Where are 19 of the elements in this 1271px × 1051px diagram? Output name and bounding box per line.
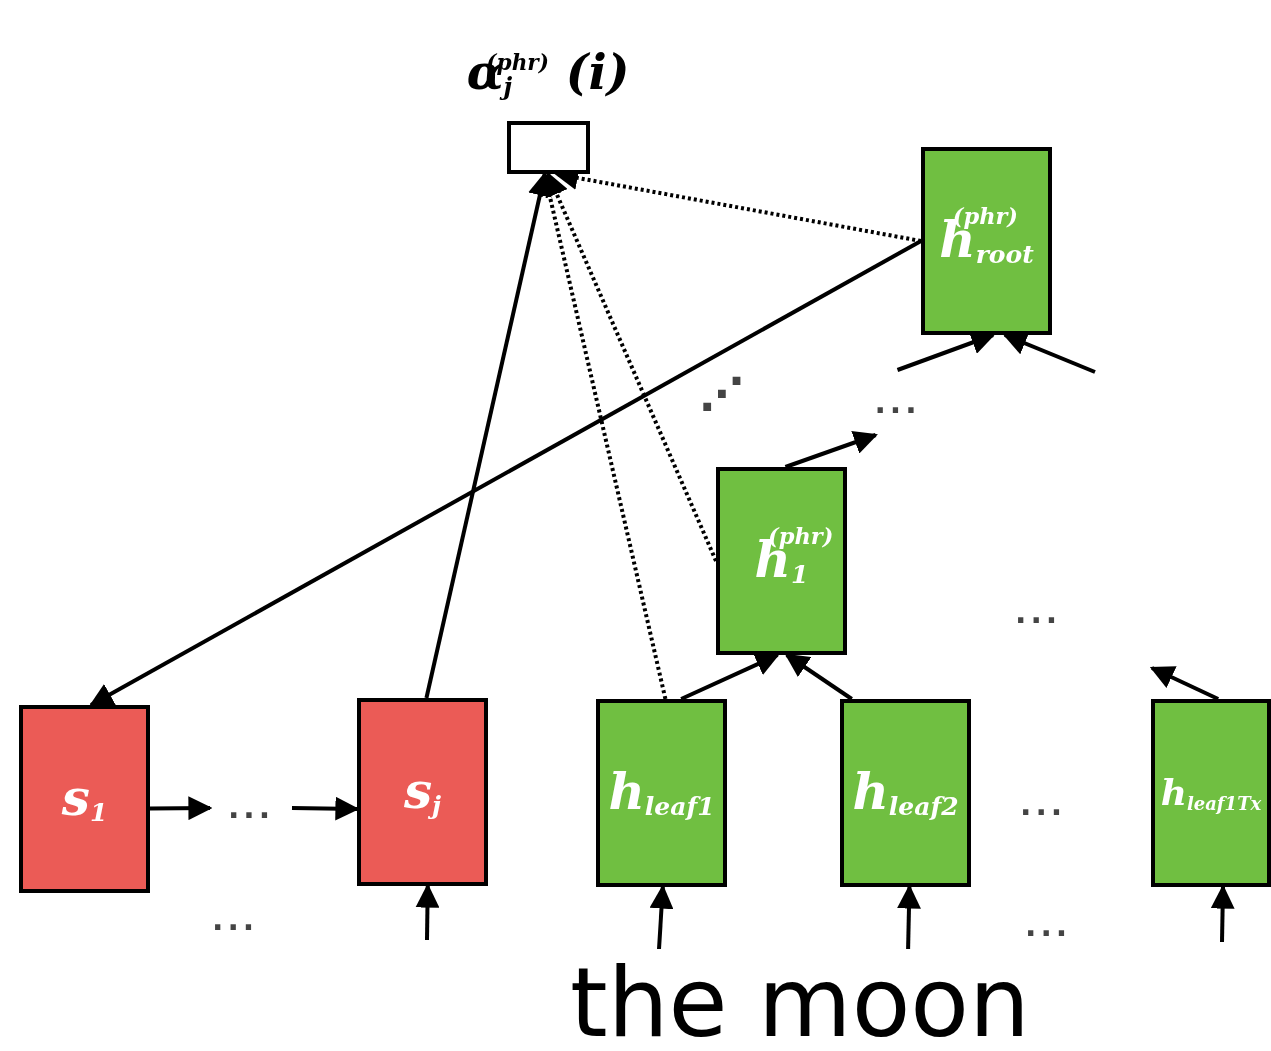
hidden-state-box: h$_{leaf2}$: [840, 699, 971, 887]
ellipsis: ...: [212, 905, 259, 935]
hidden-state-box: h$_{leaf1}$: [596, 699, 727, 887]
ellipsis: ...: [227, 793, 275, 823]
arrow: [88, 239, 922, 707]
decoder-state-box: s$_{j}$: [357, 698, 488, 886]
input-words: the moon: [565, 958, 1035, 1048]
ellipsis: ...: [1015, 598, 1062, 628]
arrow: [1149, 666, 1220, 701]
arrow: [784, 653, 853, 701]
arrow: [680, 653, 780, 701]
ellipsis: ...: [1025, 911, 1072, 941]
ellipsis: ...: [874, 387, 921, 418]
arrow: [150, 796, 213, 821]
hidden-state-box: h$_{leaf1Tx}$: [1151, 699, 1271, 887]
ellipsis: ⋰: [700, 372, 748, 416]
arrow: [784, 430, 878, 469]
decoder-state-box: s$_{1}$: [19, 705, 150, 893]
ellipsis: ...: [1020, 790, 1067, 820]
